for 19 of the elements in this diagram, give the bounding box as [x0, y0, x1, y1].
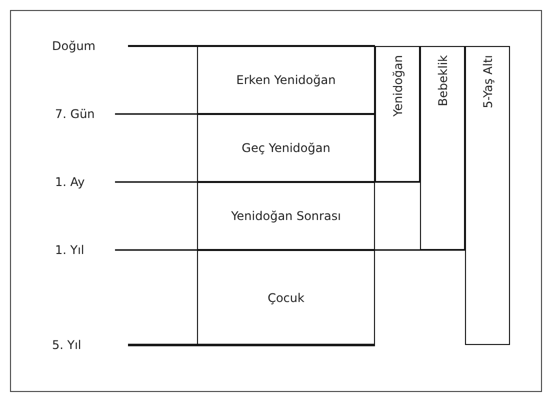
time-label: Doğum	[52, 39, 96, 53]
period-cell	[197, 46, 375, 114]
period-cell	[197, 114, 375, 182]
period-cell	[197, 182, 375, 250]
period-label: Erken Yenidoğan	[236, 73, 336, 87]
period-label: Geç Yenidoğan	[242, 141, 330, 155]
period-label: Çocuk	[268, 290, 304, 304]
time-label: 1. Ay	[55, 175, 85, 189]
period-label: Yenidoğan	[390, 55, 404, 117]
period-bar	[375, 46, 420, 182]
period-bar	[420, 46, 465, 250]
time-label: 5. Yıl	[52, 338, 82, 352]
period-label: 5-Yaş Altı	[480, 55, 494, 108]
period-label: Bebeklik	[436, 55, 450, 106]
time-label: 1. Yıl	[55, 243, 84, 257]
period-cell	[197, 250, 375, 345]
period-bar	[465, 46, 510, 345]
time-label: 7. Gün	[55, 107, 95, 121]
period-label: Yenidoğan Sonrası	[231, 209, 341, 223]
